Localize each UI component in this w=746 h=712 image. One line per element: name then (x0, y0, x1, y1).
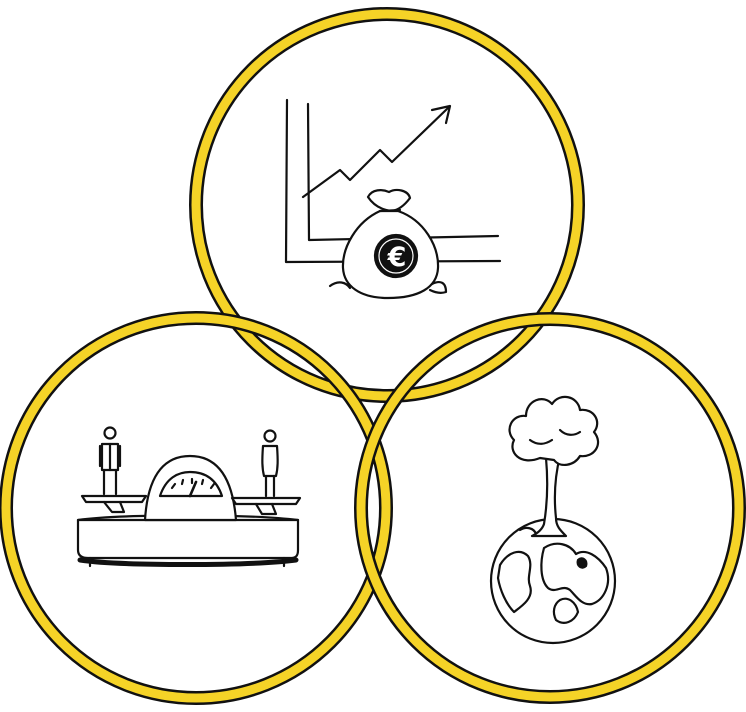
euro-symbol: € (387, 242, 407, 273)
tree-on-globe-icon (491, 397, 615, 643)
money-bag-chart-icon: € (286, 100, 500, 298)
balance-scale-people-icon (78, 428, 300, 567)
